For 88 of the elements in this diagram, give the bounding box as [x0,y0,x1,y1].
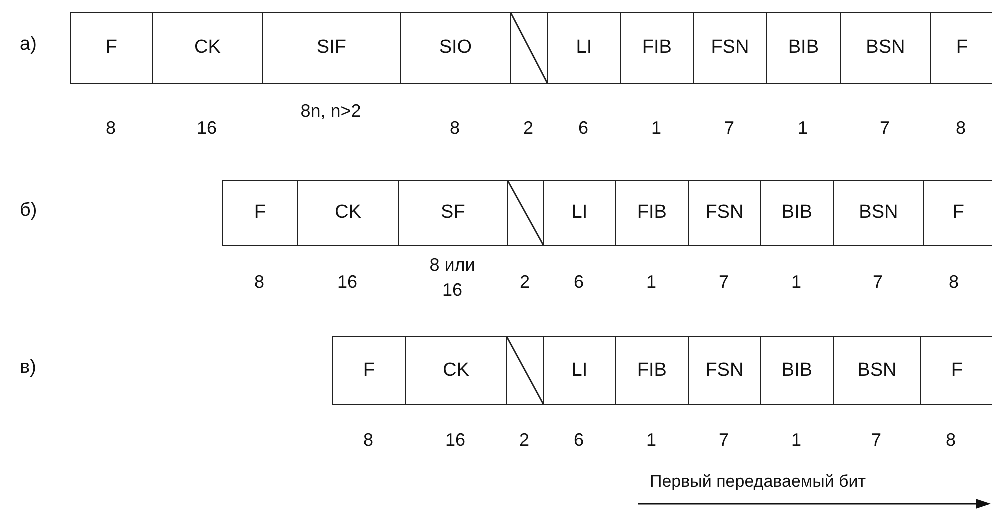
bit-count: 7 [878,117,891,140]
field-name: CK [194,37,221,59]
field-cell [760,336,834,405]
field-name: SIO [439,37,472,59]
bit-count: 8 или 16 [428,254,476,302]
field-name: BIB [788,37,819,59]
field-cell [152,12,264,84]
field-cell [760,180,834,246]
row-label: а) [20,34,37,56]
bit-count: 2 [518,429,530,452]
field-name: LI [576,37,592,59]
bit-count: 1 [790,429,802,452]
field-name: CK [334,202,362,224]
field-name: LI [572,360,588,382]
bit-count: 8 [104,117,117,140]
field-name: CK [442,360,470,382]
field-cell [766,12,842,84]
field-name: BIB [782,202,812,224]
field-name: BSN [866,37,906,59]
field-name: BSN [858,360,897,382]
field-cell [833,180,924,246]
bit-count: 1 [650,117,662,140]
field-cell [222,180,298,246]
bit-count: 2 [522,117,534,140]
field-cell [547,12,622,84]
arrow-caption: Первый передаваемый бит [650,472,866,492]
field-name: F [956,37,968,59]
field-cell [615,336,690,405]
field-name: FSN [706,202,744,224]
field-name: FSN [711,37,750,59]
row-label: в) [20,357,36,379]
bit-count: 7 [718,271,730,294]
bit-count: 1 [645,271,658,294]
field-cell [262,12,402,84]
field-name: F [951,360,963,382]
bit-count: 6 [577,117,590,140]
bit-count: 6 [572,271,585,294]
field-name: FSN [706,360,744,382]
field-cell [615,180,690,246]
bit-count: 16 [444,429,467,452]
field-name: F [254,202,266,224]
field-cell [688,180,762,246]
bit-count: 7 [723,117,736,140]
bit-count: 1 [645,429,658,452]
bit-count: 16 [196,117,218,140]
field-name: FIB [642,37,672,59]
bit-count: 7 [872,271,884,294]
bit-count: 6 [572,429,585,452]
field-name: FIB [637,360,667,382]
bit-count: 8 [954,117,967,140]
field-cell [398,180,508,246]
bit-count: 8 [944,429,957,452]
field-name: SF [441,202,466,224]
field-cell [332,336,406,405]
bit-count: 8 [253,271,266,294]
bit-count: 7 [870,429,882,452]
bit-count: 8 [948,271,960,294]
bit-count: 8 [362,429,374,452]
field-cell [70,12,154,84]
field-name: FIB [637,202,667,224]
bit-count: 7 [718,429,730,452]
field-cell [930,12,992,84]
field-name: SIF [316,37,346,59]
field-cell [620,12,694,84]
bit-count: 2 [518,271,531,294]
field-name: LI [572,202,588,224]
bit-count: 1 [796,117,809,140]
field-name: F [363,360,375,382]
field-cell [405,336,508,405]
field-cell [297,180,400,246]
field-name: BSN [859,202,898,224]
field-cell [693,12,768,84]
field-cell [920,336,992,405]
field-cell [833,336,922,405]
field-cell [923,180,992,246]
field-name: BIB [782,360,812,382]
field-cell [400,12,512,84]
bit-count: 16 [336,271,359,294]
field-name: F [106,37,118,59]
bit-count: 1 [790,271,802,294]
field-cell [688,336,762,405]
row-label: б) [20,200,38,222]
bit-count: 8n, n>2 [300,100,362,123]
field-cell [543,180,616,246]
field-name: F [952,202,964,224]
field-cell [543,336,616,405]
bit-count: 8 [448,117,461,140]
field-cell [840,12,932,84]
